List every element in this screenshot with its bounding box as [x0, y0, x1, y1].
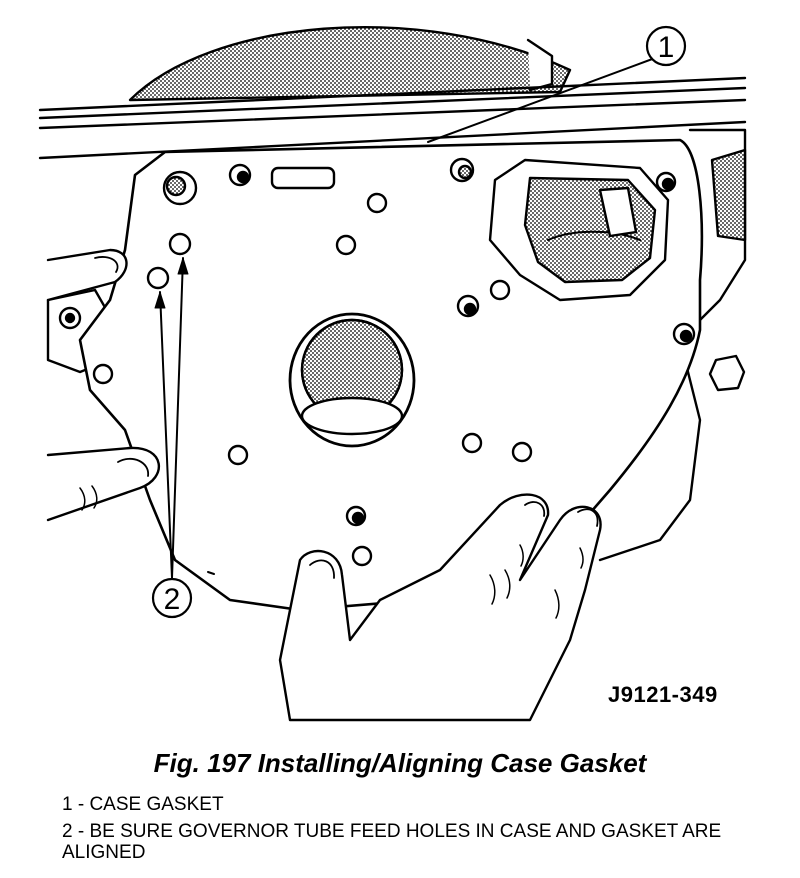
- figure-caption: Fig. 197 Installing/Aligning Case Gasket: [153, 748, 647, 778]
- case-right-shade: [710, 148, 747, 242]
- left-hand-top-finger: [46, 248, 128, 302]
- leader-2a: [159, 291, 173, 579]
- figure-id-label: J9121-349: [608, 682, 718, 707]
- gasket-slot: [270, 166, 336, 190]
- callout-2-number: 2: [164, 583, 181, 616]
- case-top-edge: [38, 120, 747, 160]
- left-hand-bottom-finger: [46, 446, 160, 522]
- legend-item-2: 2 - BE SURE GOVERNOR TUBE FEED HOLES IN …: [62, 821, 722, 863]
- right-hand: [278, 493, 602, 722]
- callout-1: 1: [645, 25, 687, 67]
- callout-2: 2: [151, 577, 193, 619]
- rail-mid: [38, 86, 747, 120]
- legend-item-1: 1 - CASE GASKET: [62, 794, 224, 815]
- callout-legend: 1 - CASE GASKET 2 - BE SURE GOVERNOR TUB…: [62, 794, 762, 869]
- side-bolt: [708, 354, 746, 392]
- rail-lower: [38, 98, 747, 130]
- gasket-holes: [92, 157, 696, 567]
- rail-upper: [38, 76, 747, 112]
- gasket-illustration: 1 2: [38, 25, 747, 722]
- leader-1: [427, 57, 656, 143]
- leader-2b: [171, 257, 184, 579]
- callout-1-number: 1: [658, 31, 675, 64]
- housing-bracket: [526, 38, 554, 92]
